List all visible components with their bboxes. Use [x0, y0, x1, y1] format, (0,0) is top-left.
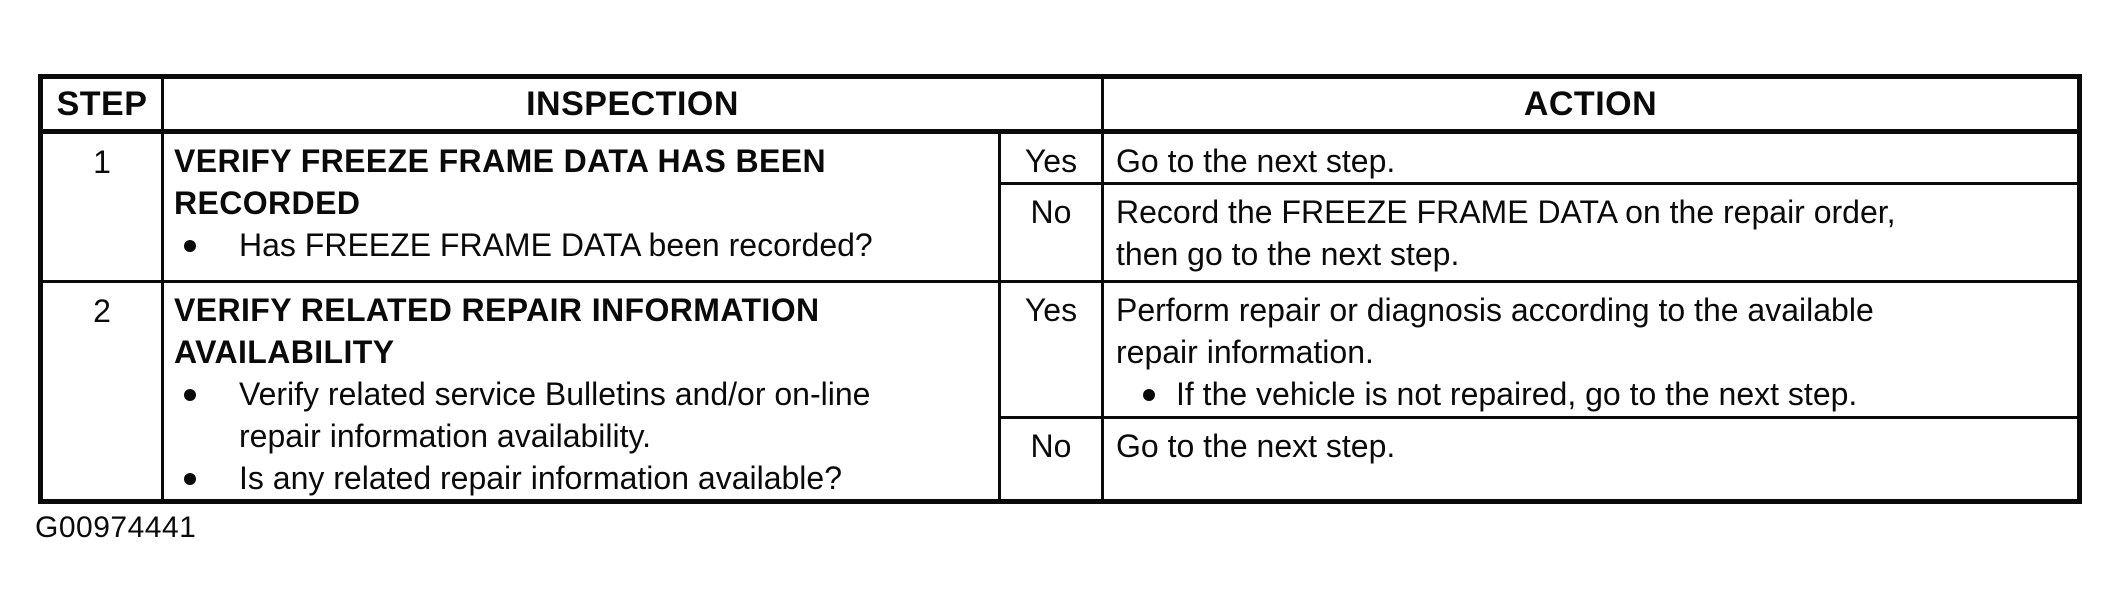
inspection-bullet-text: Verify related service Bulletins and/or …: [239, 376, 871, 454]
action-column-header: ACTION: [1101, 75, 2081, 134]
step-column-header: STEP: [39, 75, 164, 134]
answer-cell-yes: Yes: [998, 130, 1104, 185]
action-cell: Perform repair or diagnosis according to…: [1101, 280, 2081, 419]
inspection-bullet: Is any related repair information availa…: [174, 457, 990, 499]
action-text: Go to the next step.: [1116, 143, 1396, 179]
table-header-row: STEP INSPECTION ACTION: [39, 75, 2081, 134]
action-cell: Go to the next step.: [1101, 415, 2081, 504]
action-sub-bullet: If the vehicle is not repaired, go to th…: [1116, 373, 2069, 415]
bullet-icon: [184, 457, 239, 485]
table-row: 2 VERIFY RELATED REPAIR INFORMATION AVAI…: [39, 280, 2081, 503]
answer-cell-no: No: [998, 415, 1104, 504]
action-bullet-text: If the vehicle is not repaired, go to th…: [1176, 376, 1858, 412]
inspection-cell-step2: VERIFY RELATED REPAIR INFORMATION AVAILA…: [161, 280, 1001, 503]
inspection-cell-step1: VERIFY FREEZE FRAME DATA HAS BEEN RECORD…: [161, 130, 1001, 283]
inspection-title: VERIFY RELATED REPAIR INFORMATION AVAILA…: [174, 292, 820, 370]
bullet-icon: [184, 224, 239, 252]
action-cell: Go to the next step.: [1101, 130, 2081, 185]
action-text: Record the FREEZE FRAME DATA on the repa…: [1116, 194, 1896, 272]
inspection-bullet-text: Is any related repair information availa…: [239, 460, 842, 496]
inspection-title: VERIFY FREEZE FRAME DATA HAS BEEN RECORD…: [174, 143, 827, 221]
table-row: 1 VERIFY FREEZE FRAME DATA HAS BEEN RECO…: [39, 130, 2081, 283]
action-cell: Record the FREEZE FRAME DATA on the repa…: [1101, 182, 2081, 283]
bullet-icon: [184, 373, 239, 401]
answer-cell-no: No: [998, 182, 1104, 283]
inspection-bullet-text: Has FREEZE FRAME DATA been recorded?: [239, 227, 873, 263]
inspection-column-header: INSPECTION: [161, 75, 1104, 134]
answer-cell-yes: Yes: [998, 280, 1104, 419]
action-text: Perform repair or diagnosis according to…: [1116, 292, 1874, 370]
step-number-1: 1: [39, 130, 164, 283]
step-number-2: 2: [39, 280, 164, 503]
table-row: No Go to the next step.: [41, 415, 2081, 504]
inspection-bullet: Verify related service Bulletins and/or …: [174, 373, 990, 457]
table-row: No Record the FREEZE FRAME DATA on the r…: [41, 182, 2081, 283]
inspection-bullet: Has FREEZE FRAME DATA been recorded?: [174, 224, 990, 266]
action-text: Go to the next step.: [1116, 427, 1396, 464]
diagnostic-table: STEP INSPECTION ACTION 1 VERIFY FREEZE F…: [38, 74, 2082, 504]
bullet-icon: [1143, 373, 1176, 401]
figure-id: G00974441: [35, 511, 197, 544]
